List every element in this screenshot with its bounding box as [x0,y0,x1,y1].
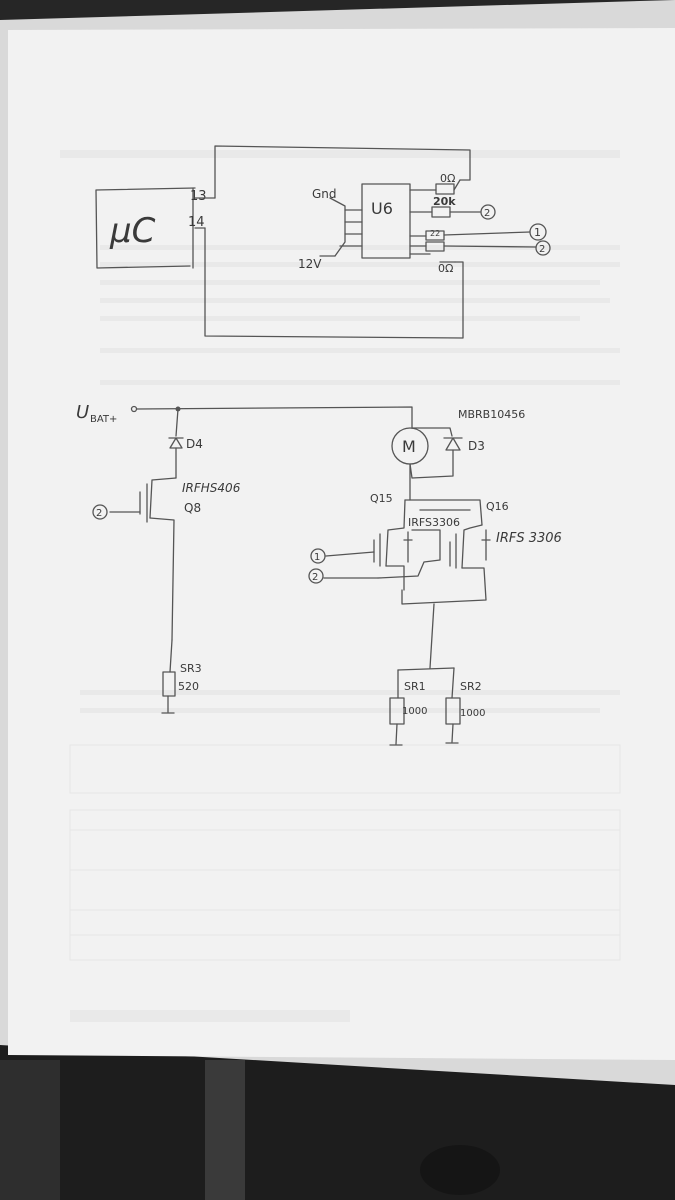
desk-object-left [0,1060,60,1200]
q15-part-label: IRFS3306 [408,516,460,529]
q16-label: Q16 [486,500,509,513]
mbr-label: MBRB10456 [458,408,525,421]
mcu-block: μC 13 14 [95,187,216,269]
out-2-label: 2 [484,208,490,219]
supply-rail: U BAT+ [76,402,413,429]
out-1-label: 1 [534,226,541,239]
sr2-label: SR2 [460,680,482,693]
mcu-pin-13: 13 [190,189,207,204]
paper-sheet [8,28,675,1060]
sr1-label: SR1 [404,680,426,693]
chair-wheel [420,1145,500,1195]
sr3-label: SR3 [180,662,202,675]
q16-part-label: IRFS 3306 [496,531,562,546]
chair-leg [205,1060,245,1200]
out-2b-label: 2 [539,244,545,255]
in-1-label: 1 [314,552,320,563]
bleed-through-text [60,150,621,1022]
q8-label: Q8 [184,501,201,515]
d4-label: D4 [186,437,203,451]
in-2-label: 2 [312,572,318,583]
sr1-value-label: 1000 [402,706,427,717]
motor-branch: MBRB10456 M D3 [391,408,525,526]
u6-box [361,183,411,259]
r-top-label: 0Ω [440,172,455,185]
q8-gate-label: 2 [96,508,102,519]
sr3-value-label: 520 [178,680,199,693]
sr2-value-label: 1000 [460,708,485,719]
v12-label: 12V [298,257,322,271]
q15-label: Q15 [370,492,393,505]
high-side-branch: D4 IRFHS406 Q8 2 SR3 520 [92,408,241,714]
r-bottom-label: 0Ω [438,262,453,275]
r-22-label: 22 [430,229,440,238]
low-side-shunts: SR1 SR2 1000 1000 [389,603,485,746]
supply-label: U [76,402,89,423]
driver-u6: U6 Gnd 12V 0Ω 20k 22 0Ω [298,172,537,275]
driver-outputs: 2 1 2 [480,204,551,256]
q8-part-label: IRFHS406 [182,481,241,495]
r-20k-label: 20k [433,195,456,208]
mcu-wiring [204,145,471,339]
d3-label: D3 [468,439,485,453]
mcu-pin-14: 14 [188,215,205,230]
motor-label: M [402,437,416,456]
supply-sub-label: BAT+ [90,414,117,425]
mcu-label: μC [109,211,156,251]
u6-label: U6 [371,199,393,218]
h-bridge-fets: Q15 Q16 IRFS3306 IRFS 3306 1 2 [308,492,562,605]
